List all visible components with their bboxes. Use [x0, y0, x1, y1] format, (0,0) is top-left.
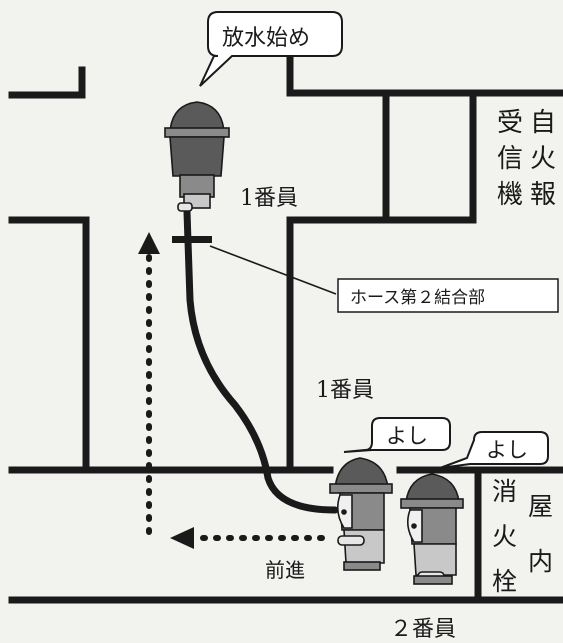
- hydrant-box: 消 火 栓 屋 内: [492, 477, 553, 596]
- speech-text-ok-right: よし: [486, 438, 528, 462]
- alarm-box-char: 信: [497, 144, 523, 174]
- alarm-box-char: 受: [497, 108, 523, 138]
- hydrant-box-char: 栓: [492, 567, 517, 596]
- hose-coupling-leader: [209, 245, 337, 295]
- advance-path: [138, 232, 325, 549]
- hose: [183, 208, 339, 514]
- arrow-left-icon: [170, 527, 194, 549]
- speech-bubble-ok-right: よし: [439, 431, 549, 469]
- alarm-box-char: 報: [530, 180, 556, 210]
- alarm-box-char: 機: [497, 180, 523, 210]
- speech-bubble-start-water: 放水始め: [199, 11, 343, 87]
- alarm-box: 受 信 機 自 火 報: [497, 108, 556, 210]
- hydrant-box-char: 内: [528, 547, 553, 576]
- firefighter-member2-icon: [400, 473, 464, 585]
- corner-wall-top-left: [8, 66, 86, 99]
- center-room-wall: [286, 216, 477, 474]
- speech-text-start-water: 放水始め: [222, 26, 310, 51]
- hose-coupling-label: ホース第２結合部: [337, 278, 559, 313]
- firefighter-member1-icon: [329, 457, 393, 571]
- hydrant-box-char: 屋: [528, 492, 553, 521]
- left-room-wall: [8, 216, 90, 474]
- hose-coupling-marker: [172, 236, 212, 243]
- alarm-box-char: 自: [530, 108, 556, 138]
- alarm-box-char: 火: [530, 144, 556, 174]
- arrow-up-icon: [138, 232, 160, 254]
- hydrant-box-char: 火: [492, 522, 517, 551]
- label-member2: ２番員: [390, 617, 456, 642]
- label-advance: 前進: [265, 558, 305, 582]
- firefighter-nozzle-icon: [164, 101, 230, 212]
- speech-bubble-ok-left: よし: [343, 417, 451, 453]
- hose-coupling-text: ホース第２結合部: [350, 288, 485, 308]
- speech-text-ok-left: よし: [386, 424, 428, 448]
- hydrant-box-char: 消: [492, 477, 517, 506]
- label-member1-bottom: 1番員: [316, 378, 374, 403]
- label-member1-top: 1番員: [240, 186, 298, 211]
